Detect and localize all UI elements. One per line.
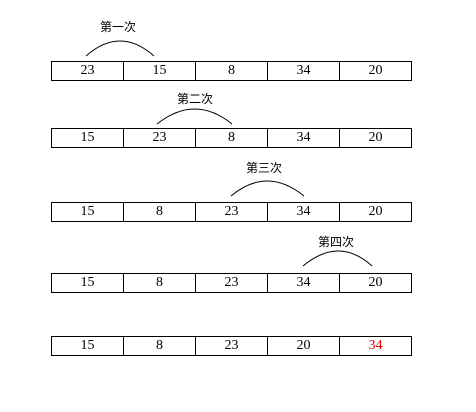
array-cell: 8 <box>124 273 196 293</box>
swap-arc-1 <box>85 40 155 57</box>
array-cell: 23 <box>196 273 268 293</box>
array-cell: 15 <box>124 61 196 81</box>
array-cell: 23 <box>196 202 268 222</box>
array-cell: 15 <box>51 128 124 148</box>
pass-label-3: 第三次 <box>246 161 283 175</box>
array-cell: 8 <box>124 202 196 222</box>
array-cell: 23 <box>196 336 268 356</box>
array-cell: 34 <box>268 128 340 148</box>
array-row-3: 15 8 23 34 20 <box>51 202 412 222</box>
array-cell: 20 <box>340 61 412 81</box>
array-cell: 15 <box>51 202 124 222</box>
array-row-1: 23 15 8 34 20 <box>51 61 412 81</box>
array-row-4: 15 8 23 34 20 <box>51 273 412 293</box>
array-cell: 20 <box>340 128 412 148</box>
array-cell: 23 <box>124 128 196 148</box>
array-cell: 34 <box>268 202 340 222</box>
pass-label-1: 第一次 <box>100 20 137 34</box>
pass-label-4: 第四次 <box>318 235 355 249</box>
array-cell: 34 <box>268 61 340 81</box>
array-cell: 23 <box>51 61 124 81</box>
array-cell-highlighted: 34 <box>340 336 412 356</box>
array-cell: 8 <box>124 336 196 356</box>
array-cell: 8 <box>196 128 268 148</box>
array-cell: 20 <box>340 202 412 222</box>
array-row-result: 15 8 23 20 34 <box>51 336 412 356</box>
array-cell: 34 <box>268 273 340 293</box>
swap-arc-2 <box>156 108 233 125</box>
swap-arc-3 <box>230 180 305 197</box>
array-cell: 20 <box>340 273 412 293</box>
pass-label-2: 第二次 <box>177 92 214 106</box>
array-cell: 20 <box>268 336 340 356</box>
swap-arc-4 <box>302 250 373 267</box>
array-cell: 15 <box>51 273 124 293</box>
array-cell: 8 <box>196 61 268 81</box>
array-cell: 15 <box>51 336 124 356</box>
array-row-2: 15 23 8 34 20 <box>51 128 412 148</box>
